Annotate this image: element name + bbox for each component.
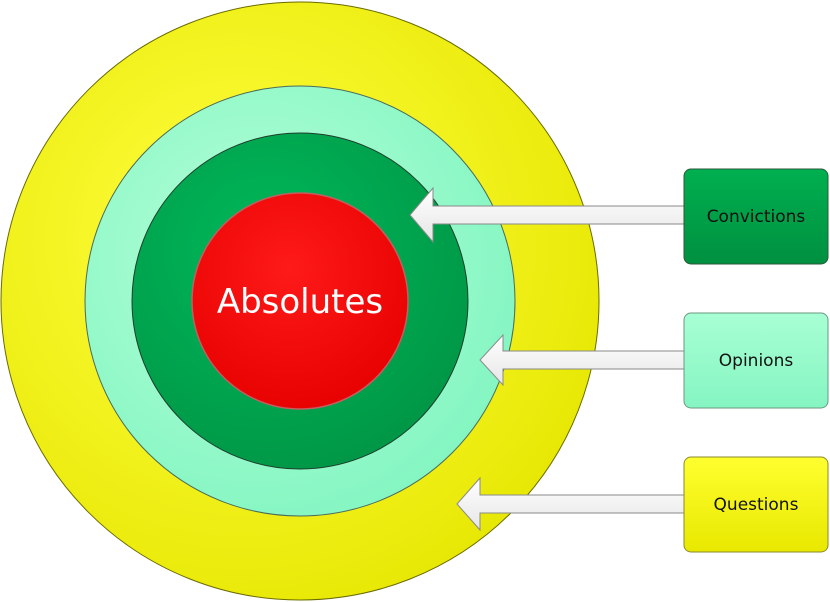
absolutes-core [191,192,409,410]
convictions-box-label: Convictions [707,207,806,227]
convictions-arrow [409,186,687,244]
opinions-arrow [479,333,687,387]
questions-arrow [456,476,687,532]
questions-box: Questions [683,456,829,553]
opinions-box: Opinions [683,312,829,409]
opinions-box-label: Opinions [719,351,794,371]
questions-box-label: Questions [714,495,799,515]
absolutes-label: Absolutes [217,282,383,322]
convictions-box: Convictions [683,168,829,265]
